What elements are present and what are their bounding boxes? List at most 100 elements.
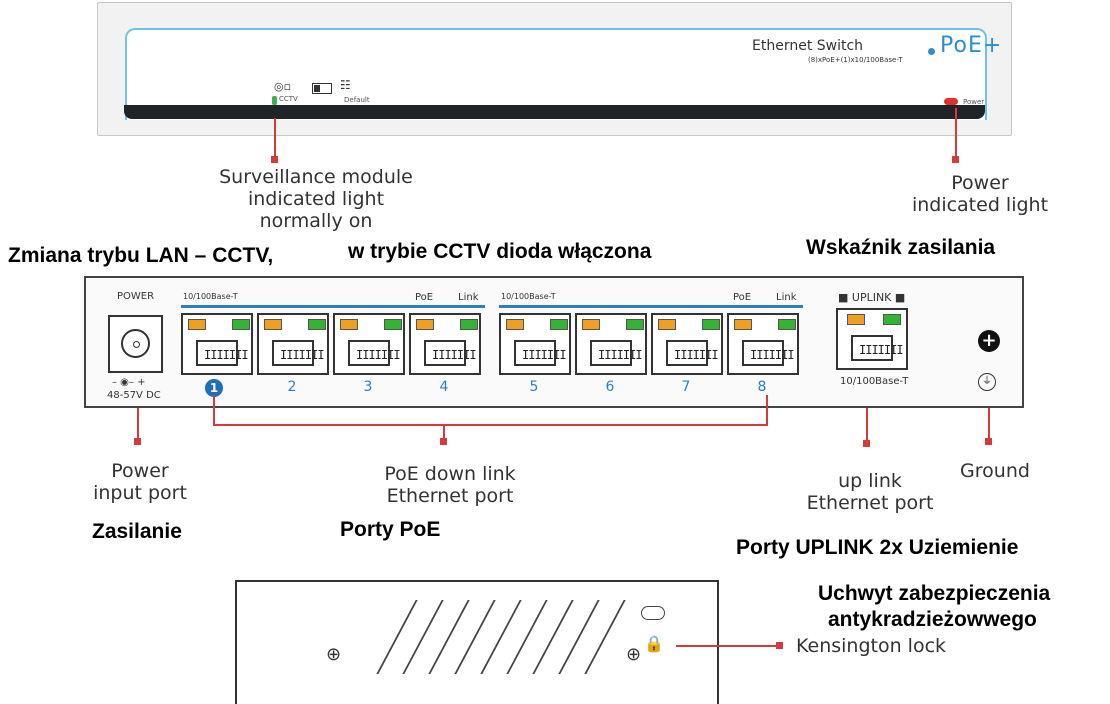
ethernet-port-8: IIIIIII [727, 313, 799, 375]
uplink-led-link [883, 314, 901, 325]
screw-icon: + [978, 330, 1000, 352]
leader-line [988, 408, 990, 442]
port-number: 8 [757, 379, 767, 395]
leader-dot [134, 438, 141, 445]
port-pins: IIIIIII [750, 348, 795, 362]
port-number: 4 [439, 379, 449, 395]
poe-ports-label: Porty PoE [340, 518, 441, 541]
leader-dot [985, 438, 992, 445]
mode-switch-label: Zmiana trybu LAN – CCTV, [8, 244, 274, 267]
ethernet-port-4: IIIIIII [409, 313, 481, 375]
screw-icon: ⊕ [326, 644, 342, 665]
port-led-activity [734, 319, 752, 330]
uplink-jack: IIIIIII [851, 335, 904, 361]
cctv-led-label: w trybie CCTV dioda włączona [348, 240, 652, 263]
cctv-led [272, 96, 277, 105]
brand-poe: PoE+ [940, 33, 1003, 58]
port-pins: IIIIIII [204, 348, 249, 362]
port-led-activity [506, 319, 524, 330]
ethernet-port-5: IIIIIII [499, 313, 571, 375]
port-pins: IIIIIII [522, 348, 567, 362]
callout-line: Power [951, 172, 1009, 194]
screw-icon: ⊕ [626, 644, 642, 665]
leader-line [866, 408, 868, 444]
callout-line: up link [838, 470, 902, 492]
port-pins: IIIIIII [674, 348, 719, 362]
uplink-spec: 10/100Base-T [840, 376, 909, 387]
port-jack: IIIIIII [272, 340, 325, 366]
group1-link: Link [458, 292, 479, 303]
port-number: 6 [605, 379, 615, 395]
port-number: 3 [363, 379, 373, 395]
front-panel-base [124, 105, 985, 119]
leader-line [137, 408, 139, 442]
callout-line: PoE down link [384, 463, 516, 485]
power-input-callout: Power input port [70, 460, 210, 504]
default-label: Default [344, 96, 370, 104]
group2-label: 10/100Base-T [501, 292, 556, 301]
kensington-slot [641, 606, 665, 620]
ethernet-port-7: IIIIIII [651, 313, 723, 375]
leader-dot [271, 156, 278, 163]
leader-dot [440, 438, 447, 445]
network-icon: ☷ [340, 78, 351, 92]
port-led-activity [264, 319, 282, 330]
brand-subtitle: (8)xPoE+(1)x10/100Base-T [808, 56, 903, 64]
port-led-activity [582, 319, 600, 330]
power-led [944, 98, 958, 105]
uplink-title: ■ UPLINK ■ [838, 291, 906, 304]
cctv-label: CCTV [279, 95, 298, 103]
leader-line [676, 645, 778, 647]
leader-line [274, 118, 276, 160]
brand-title: Ethernet Switch [752, 38, 864, 54]
port-led-activity [188, 319, 206, 330]
callout-line: indicated light [911, 194, 1049, 216]
leader-dot [952, 156, 959, 163]
group1-poe: PoE [415, 292, 434, 303]
callout-line: Ethernet port [386, 485, 514, 507]
ground-icon: ⏚ [978, 373, 996, 391]
port-pins: IIIIIII [356, 348, 401, 362]
toggle-switch-icon [312, 83, 332, 94]
port-led-link [308, 319, 326, 330]
power-jack-ring [121, 329, 150, 358]
lock-icon: 🔒 [644, 634, 664, 653]
ethernet-port-2: IIIIIII [257, 313, 329, 375]
power-title: POWER [117, 291, 155, 302]
port-pins: IIIIIII [598, 348, 643, 362]
callout-line: Surveillance module [219, 166, 413, 188]
leader-line [955, 108, 957, 160]
polarity-label: – ◉– + [112, 377, 146, 388]
leader-line [443, 424, 445, 442]
port-jack: IIIIIII [196, 340, 249, 366]
port-led-link [232, 319, 250, 330]
uplink-led-activity [847, 314, 865, 325]
uplink-callout: up link Ethernet port [780, 470, 960, 514]
power-spec: 48-57V DC [107, 390, 161, 401]
group1-bar [181, 305, 485, 308]
group1-label: 10/100Base-T [183, 292, 238, 301]
power-light-callout: Power indicated light [880, 172, 1080, 216]
port-jack: IIIIIII [590, 340, 643, 366]
port-pins: IIIIIII [432, 348, 477, 362]
power-supply-label: Zasilanie [92, 520, 182, 543]
port-jack: IIIIIII [514, 340, 567, 366]
port-led-link [384, 319, 402, 330]
port-led-activity [340, 319, 358, 330]
port-led-link [626, 319, 644, 330]
antitheft-label-2: antykradzieżowwego [828, 608, 1037, 631]
port-led-link [778, 319, 796, 330]
port-number: 5 [529, 379, 539, 395]
port-led-link [460, 319, 478, 330]
leader-dot [863, 440, 870, 447]
port-led-activity [658, 319, 676, 330]
brand-dot [928, 48, 935, 55]
power-indicator-label: Wskaźnik zasilania [806, 236, 996, 259]
port-number: 2 [287, 379, 297, 395]
front-panel-face [125, 28, 987, 120]
leader-dot [776, 642, 783, 649]
uplink-pins: IIIIIII [859, 343, 904, 357]
kensington-callout: Kensington lock [796, 635, 947, 657]
callout-line: indicated light [247, 188, 385, 210]
ethernet-port-1: IIIIIII [181, 313, 253, 375]
